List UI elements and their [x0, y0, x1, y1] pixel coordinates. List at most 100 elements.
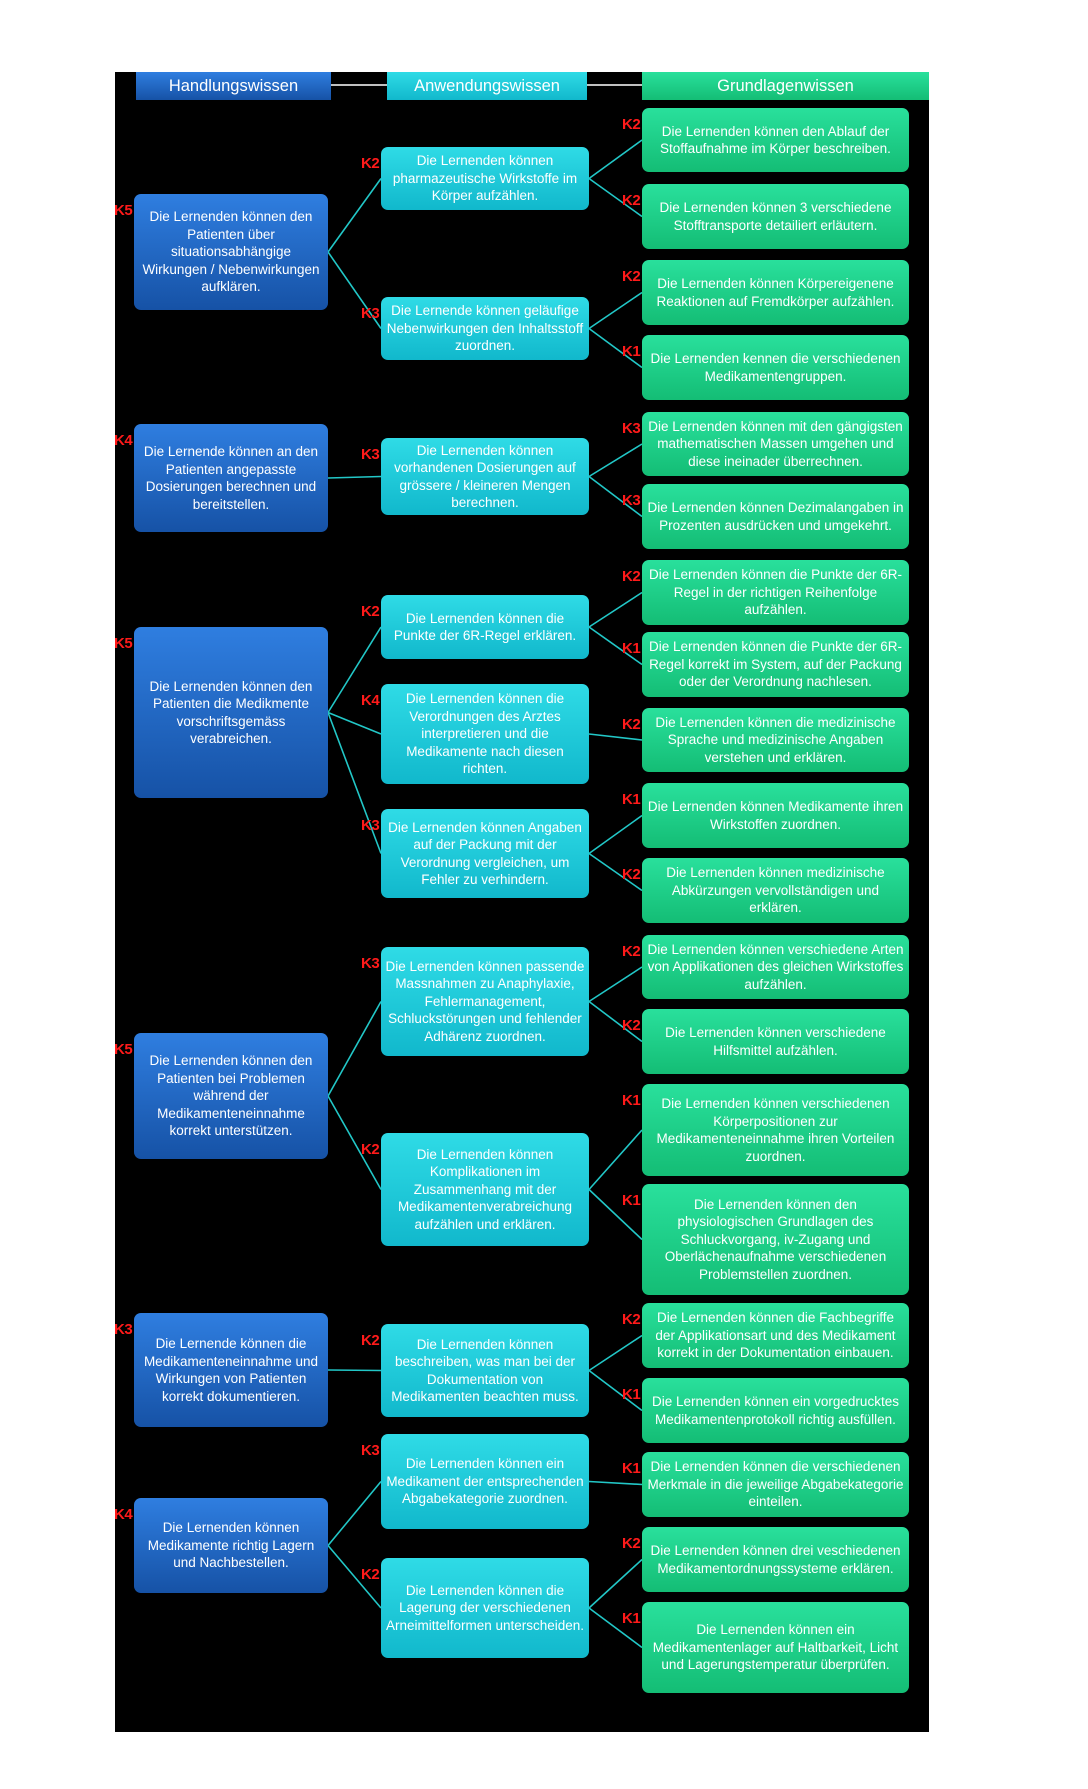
competence-level-label: K2	[361, 603, 380, 620]
competence-level-label: K1	[622, 343, 641, 360]
connector-line	[327, 178, 382, 253]
competence-level-label: K5	[114, 635, 133, 652]
grundlagenwissen-box: Die Lernenden kennen die verschiedenen M…	[642, 335, 909, 400]
connector-line	[327, 1095, 382, 1190]
anwendungswissen-box: Die Lernenden können ein Medikament der …	[381, 1434, 589, 1529]
connector-line	[327, 712, 382, 854]
grundlagenwissen-box: Die Lernenden können verschiedene Hilfsm…	[642, 1009, 909, 1074]
connector-line	[588, 733, 643, 741]
competence-level-label: K2	[622, 1311, 641, 1328]
anwendungswissen-box: Die Lernende können geläufige Nebenwirku…	[381, 297, 589, 360]
connector-line	[327, 1480, 382, 1547]
connector-line	[588, 852, 643, 892]
competence-level-label: K2	[622, 1017, 641, 1034]
connector-line	[588, 1480, 643, 1486]
grundlagenwissen-box: Die Lernenden können die Fachbegriffe de…	[642, 1303, 909, 1368]
connector-line	[327, 251, 382, 329]
connector-line	[327, 711, 382, 735]
handlungswissen-box: Die Lernenden können Medikamente richtig…	[134, 1498, 328, 1593]
connector-line	[588, 1129, 643, 1191]
grundlagenwissen-box: Die Lernenden können Körpereigenene Reak…	[642, 260, 909, 325]
handlungswissen-box: Die Lernenden können den Patienten die M…	[134, 627, 328, 798]
competence-level-label: K4	[361, 692, 380, 709]
handlungswissen-box: Die Lernenden können den Patienten über …	[134, 194, 328, 310]
connector-line	[588, 1558, 643, 1609]
anwendungswissen-box: Die Lernenden können Angaben auf der Pac…	[381, 809, 589, 898]
competence-level-label: K1	[622, 1610, 641, 1627]
anwendungswissen-box: Die Lernenden können beschreiben, was ma…	[381, 1324, 589, 1417]
anwendungswissen-box: Die Lernenden können Komplikationen im Z…	[381, 1133, 589, 1246]
connector-line	[588, 1369, 643, 1412]
competence-level-label: K3	[361, 446, 380, 463]
anwendungswissen-box: Die Lernenden können die Verordnungen de…	[381, 684, 589, 784]
grundlagenwissen-box: Die Lernenden können 3 verschiedene Stof…	[642, 184, 909, 249]
competence-level-label: K2	[361, 1141, 380, 1158]
competence-level-label: K4	[114, 1506, 133, 1523]
competence-level-label: K3	[361, 955, 380, 972]
grundlagenwissen-box: Die Lernenden können ein Medikamentenlag…	[642, 1602, 909, 1693]
competence-level-label: K3	[361, 305, 380, 322]
competence-level-label: K1	[622, 1192, 641, 1209]
anwendungswissen-box: Die Lernenden können die Lagerung der ve…	[381, 1558, 589, 1658]
connector-line	[327, 475, 382, 479]
header-handlungswissen: Handlungswissen	[136, 72, 331, 100]
competence-level-label: K2	[622, 568, 641, 585]
grundlagenwissen-box: Die Lernenden können Medikamente ihren W…	[642, 783, 909, 848]
competence-level-label: K5	[114, 202, 133, 219]
handlungswissen-box: Die Lernenden können den Patienten bei P…	[134, 1033, 328, 1159]
connector-line	[588, 443, 643, 478]
connector-line	[327, 626, 382, 713]
competence-level-label: K2	[622, 716, 641, 733]
connector-line	[588, 591, 643, 628]
connector-line	[327, 1369, 382, 1372]
competence-level-label: K5	[114, 1041, 133, 1058]
handlungswissen-box: Die Lernende können die Medikamenteneinn…	[134, 1313, 328, 1427]
connector-line	[327, 1001, 382, 1097]
competence-level-label: K2	[622, 866, 641, 883]
connector-line	[588, 327, 643, 369]
competence-level-label: K2	[622, 192, 641, 209]
competence-level-label: K3	[622, 492, 641, 509]
connector-line	[588, 814, 643, 855]
anwendungswissen-box: Die Lernenden können die Punkte der 6R-R…	[381, 595, 589, 659]
competence-level-label: K1	[622, 1092, 641, 1109]
competence-level-label: K3	[361, 1442, 380, 1459]
competence-level-label: K1	[622, 791, 641, 808]
grundlagenwissen-box: Die Lernenden können die medizinische Sp…	[642, 708, 909, 772]
competence-level-label: K2	[622, 1535, 641, 1552]
grundlagenwissen-box: Die Lernenden können den physiologischen…	[642, 1184, 909, 1295]
grundlagenwissen-box: Die Lernenden können Dezimalangaben in P…	[642, 484, 909, 549]
header-anwendungswissen: Anwendungswissen	[387, 72, 587, 100]
grundlagenwissen-box: Die Lernenden können verschiedene Arten …	[642, 935, 909, 999]
competence-level-label: K2	[622, 268, 641, 285]
grundlagenwissen-box: Die Lernenden können ein vorgedrucktes M…	[642, 1378, 909, 1443]
connector-line	[588, 177, 643, 218]
connector-line	[588, 291, 643, 330]
connector-line	[588, 1607, 643, 1649]
handlungswissen-box: Die Lernende können an den Patienten ang…	[134, 424, 328, 532]
connector-line	[588, 1334, 643, 1372]
competence-level-label: K2	[361, 1566, 380, 1583]
connector-line	[588, 139, 643, 180]
connector-line	[327, 1544, 382, 1609]
competence-level-label: K2	[361, 155, 380, 172]
grundlagenwissen-box: Die Lernenden können die Punkte der 6R-R…	[642, 632, 909, 697]
competence-level-label: K3	[361, 817, 380, 834]
connector-line	[588, 1188, 643, 1241]
competence-level-label: K4	[114, 432, 133, 449]
grundlagenwissen-box: Die Lernenden können mit den gängigsten …	[642, 412, 909, 476]
grundlagenwissen-box: Die Lernenden können verschiedenen Körpe…	[642, 1084, 909, 1176]
connector-line	[588, 966, 643, 1003]
competence-level-label: K2	[361, 1332, 380, 1349]
grundlagenwissen-box: Die Lernenden können die verschiedenen M…	[642, 1452, 909, 1517]
competence-level-label: K3	[622, 420, 641, 437]
competence-level-label: K1	[622, 640, 641, 657]
competence-level-label: K1	[622, 1386, 641, 1403]
anwendungswissen-box: Die Lernenden können passende Massnahmen…	[381, 947, 589, 1056]
competence-level-label: K2	[622, 943, 641, 960]
competence-level-label: K2	[622, 116, 641, 133]
connector-line	[588, 475, 643, 518]
header-grundlagenwissen: Grundlagenwissen	[642, 72, 929, 100]
grundlagenwissen-box: Die Lernenden können medizinische Abkürz…	[642, 858, 909, 923]
